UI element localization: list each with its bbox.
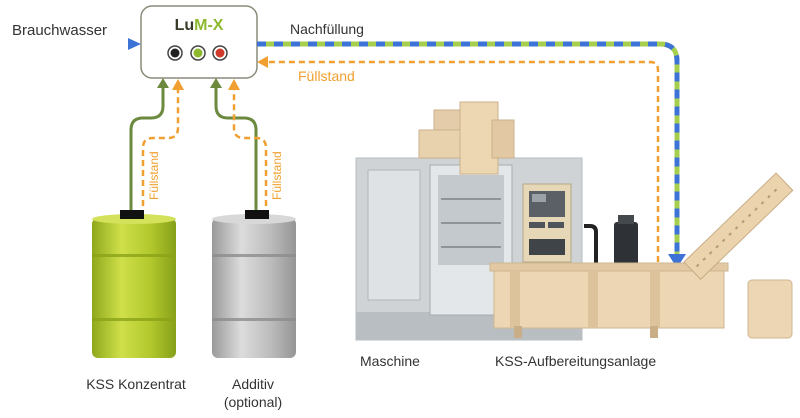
concentrate-drum	[92, 210, 176, 358]
additive-level-arrowhead	[228, 79, 240, 90]
concentrate-drum-cap	[120, 210, 144, 219]
water-input-label: Brauchwasser	[12, 22, 107, 39]
additive-drum	[212, 210, 296, 358]
additive-level-label: Füllstand	[270, 151, 284, 200]
concentrate-level-line	[141, 86, 180, 206]
additive-label-line1: Additiv	[232, 376, 274, 392]
level-line-main	[265, 60, 660, 262]
additive-supply-arrowhead	[210, 78, 222, 88]
concentrate-level-label: Füllstand	[147, 151, 161, 200]
additive-level-line	[232, 86, 268, 206]
lum-x-logo-suffix: M-X	[194, 17, 224, 34]
additive-drum-cap	[245, 210, 269, 219]
lum-x-logo: LuM-X	[175, 17, 224, 34]
lum-x-unit: LuM-X	[140, 5, 258, 79]
concentrate-supply-arrowhead	[157, 78, 169, 88]
concentrate-level-arrowhead	[172, 79, 184, 90]
treatment-plant-label: KSS-Aufbereitungsanlage	[495, 353, 656, 369]
indicator-black-light	[167, 45, 183, 61]
treatment-plant-illustration	[489, 172, 794, 339]
concentrate-label: KSS Konzentrat	[86, 376, 186, 392]
lum-x-logo-prefix: Lu	[175, 17, 195, 34]
level-main-arrowhead	[257, 56, 268, 68]
indicator-red-light	[212, 45, 228, 61]
additive-label-line2: (optional)	[224, 394, 282, 410]
refill-label: Nachfüllung	[290, 21, 364, 37]
indicator-green-light	[190, 45, 206, 61]
level-main-label: Füllstand	[298, 68, 355, 84]
additive-supply-line	[214, 85, 258, 211]
water-input-arrowhead	[128, 38, 141, 50]
concentrate-supply-line	[129, 85, 165, 211]
refill-arrowhead	[668, 254, 686, 268]
refill-line-blue	[257, 41, 680, 258]
machine-label: Maschine	[360, 353, 420, 369]
